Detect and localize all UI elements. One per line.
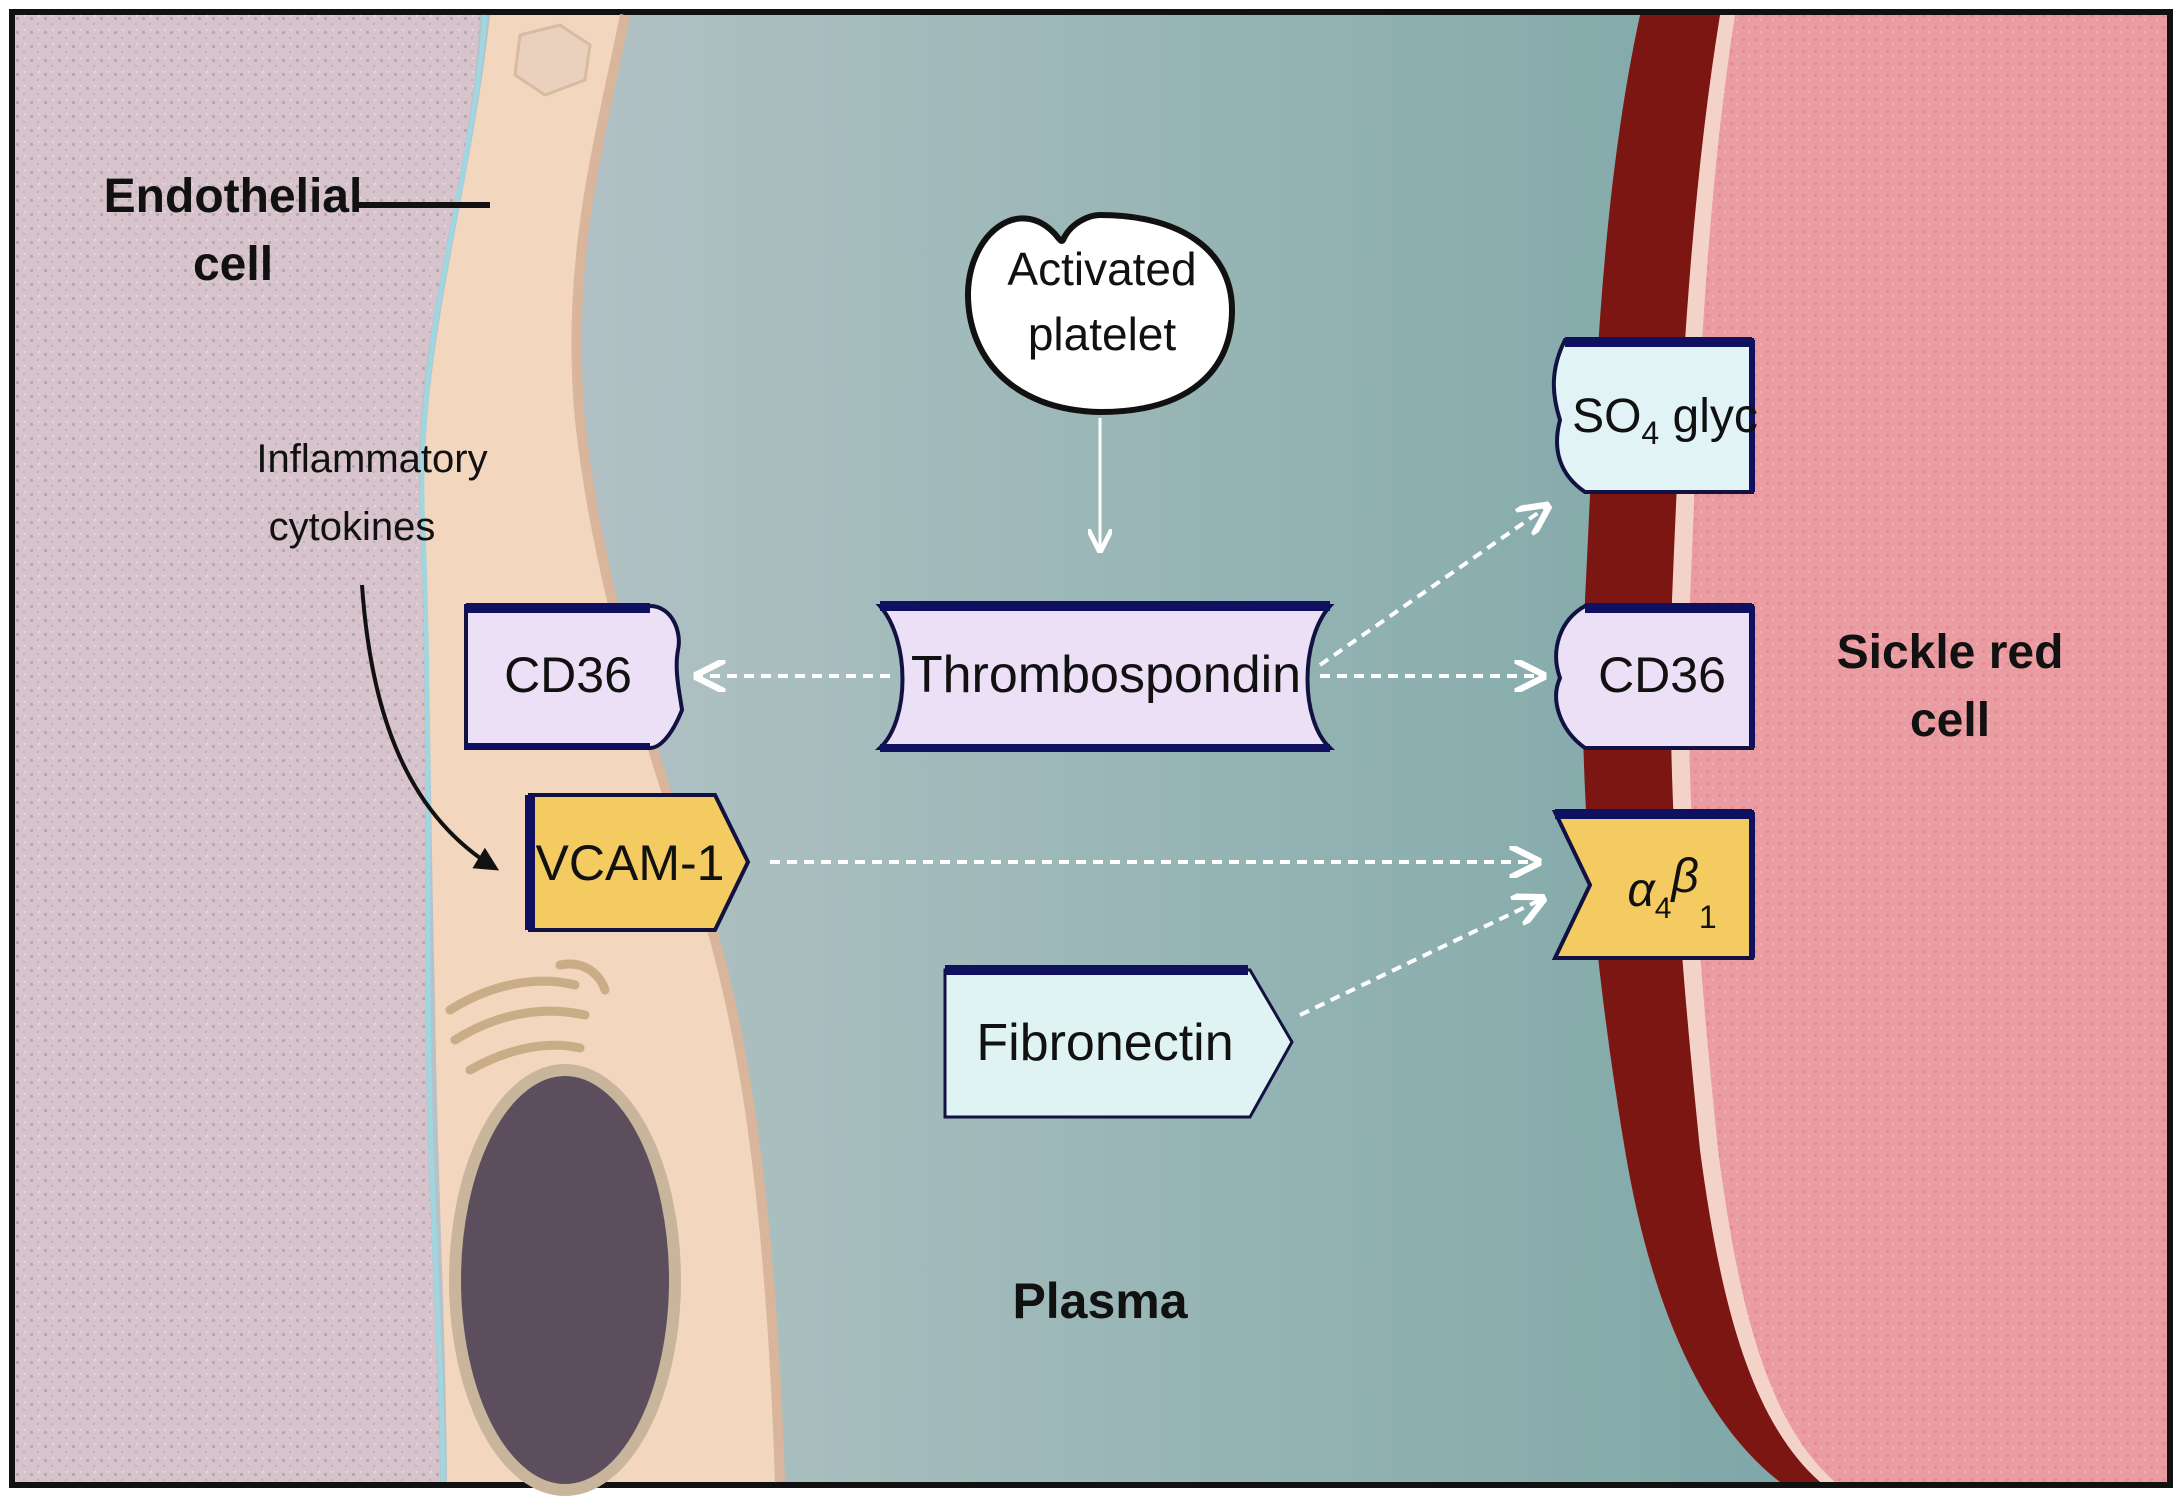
sickle-label-line2: cell [1910, 694, 1990, 747]
arrow-fibronectin-to-a4b1 [1299, 900, 1540, 1017]
sickle-red-cell [1688, 15, 2167, 1482]
so4-glyc: SO4 glyc [1551, 337, 1758, 494]
inflammatory-label-line2: cytokines [269, 505, 436, 549]
thrombospondin-label: Thrombospondin [911, 646, 1301, 704]
cd36-rbc-label: CD36 [1598, 647, 1726, 703]
cd36-endothelial-label: CD36 [504, 647, 632, 703]
organelle-top [513, 23, 592, 97]
vcam1-label: VCAM-1 [536, 835, 725, 891]
golgi-organelles [445, 959, 610, 1075]
so4-glyc-label: SO4 glyc [1572, 390, 1758, 451]
cd36-rbc: CD36 [1554, 603, 1755, 750]
alpha4-beta1: α4β1 [1551, 809, 1755, 960]
cytokine-arrow [360, 584, 500, 871]
plasma-label: Plasma [1012, 1273, 1188, 1329]
endothelial-label-line2: cell [193, 238, 273, 291]
platelet-label-line2: platelet [1028, 308, 1177, 360]
arrow-thrombospondin-to-so4-glyc [1318, 508, 1545, 667]
fibronectin-label: Fibronectin [976, 1014, 1233, 1072]
platelet-label-line1: Activated [1007, 243, 1196, 295]
nucleus [449, 1064, 681, 1496]
cd36-endothelial: CD36 [464, 603, 685, 750]
interaction-arrows [700, 508, 1545, 1017]
basement-membrane [419, 14, 488, 1483]
endothelial-label-line1: Endothelial [104, 170, 363, 223]
sickle-label-line1: Sickle red [1837, 626, 2064, 679]
inflammatory-label-line1: Inflammatory [256, 437, 487, 481]
fibronectin: Fibronectin [943, 965, 1294, 1119]
vcam1: VCAM-1 [525, 793, 751, 932]
alpha4-beta1-label: α4β1 [1627, 850, 1716, 935]
thrombospondin: Thrombospondin [874, 601, 1336, 752]
vessel-wall [15, 15, 480, 1482]
activated-platelet: Activated platelet [964, 211, 1236, 416]
